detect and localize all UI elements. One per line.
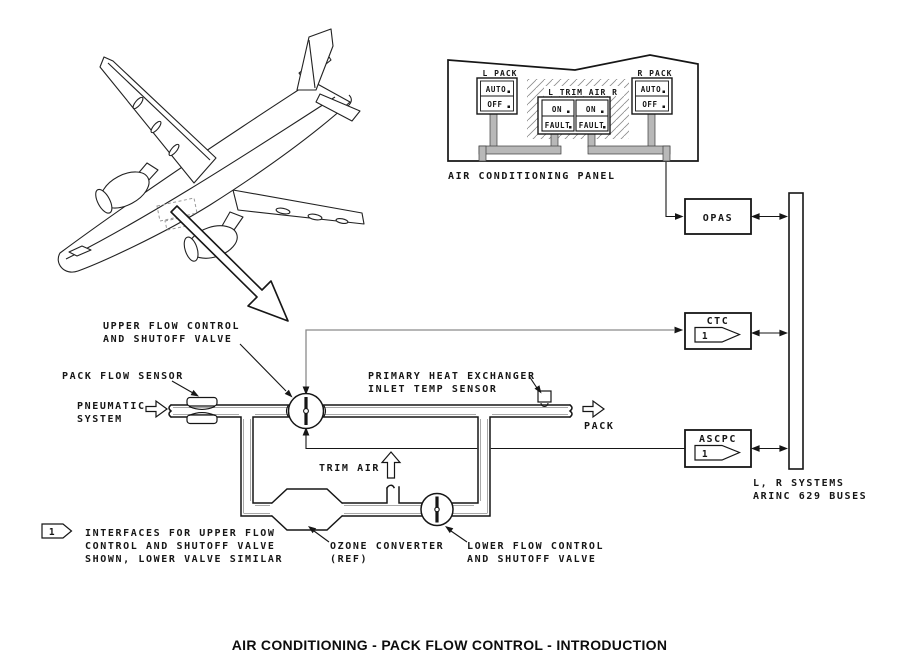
panel-traces bbox=[478, 112, 671, 162]
trim-left-switch[interactable]: ON FAULT bbox=[541, 99, 575, 132]
trim-air-label: L TRIM AIR R bbox=[548, 88, 618, 97]
trim-left-on: ON bbox=[552, 105, 562, 114]
rudder-line bbox=[308, 39, 316, 89]
pneumatic-label-line1: PNEUMATIC bbox=[77, 401, 146, 412]
l-pack-auto: AUTO bbox=[486, 85, 506, 94]
lower-valve-label-line2: AND SHUTOFF VALVE bbox=[467, 554, 597, 565]
right-wing bbox=[232, 189, 365, 225]
lower-valve-glyph bbox=[420, 492, 454, 527]
ascpc-label: ASCPC bbox=[699, 434, 737, 445]
pht-label-line1: PRIMARY HEAT EXCHANGER bbox=[368, 371, 536, 382]
duct-network bbox=[145, 390, 606, 531]
pneumatic-flow-arrow-icon bbox=[145, 399, 169, 419]
figure-title: AIR CONDITIONING - PACK FLOW CONTROL - I… bbox=[231, 637, 668, 653]
pneumatic-label-line2: SYSTEM bbox=[77, 414, 123, 425]
note-line2: CONTROL AND SHUTOFF VALVE bbox=[85, 541, 276, 552]
pack-flow-sensor-label: PACK FLOW SENSOR bbox=[62, 371, 184, 382]
r-pack-off: OFF bbox=[642, 100, 657, 109]
r-pack-label: R PACK bbox=[638, 69, 673, 78]
flap-fairing bbox=[168, 143, 180, 157]
trim-left-fault: FAULT bbox=[545, 121, 571, 130]
trim-air-switches: ON FAULT ON FAULT bbox=[537, 96, 611, 135]
pack-label: PACK bbox=[584, 421, 614, 432]
duct-shading bbox=[173, 407, 568, 514]
temp-sensor-glyph bbox=[537, 390, 552, 408]
note-block: 1 INTERFACES FOR UPPER FLOW CONTROL AND … bbox=[41, 523, 283, 565]
ascpc-flag-number: 1 bbox=[702, 449, 708, 460]
fuselage-crease bbox=[65, 96, 336, 260]
l-pack-off: OFF bbox=[487, 100, 502, 109]
trim-right-switch[interactable]: ON FAULT bbox=[575, 99, 609, 132]
cockpit-windows bbox=[68, 245, 92, 257]
ascpc-box: ASCPC 1 bbox=[684, 429, 752, 468]
right-stabilizer bbox=[315, 93, 361, 122]
duct-mask bbox=[477, 418, 491, 515]
ozone-label-line1: OZONE CONVERTER bbox=[330, 541, 444, 552]
arinc-bus-bar bbox=[788, 192, 804, 470]
panel-to-opas-line bbox=[665, 162, 675, 218]
signal-lines bbox=[302, 162, 685, 450]
trim-air-arrow-icon bbox=[380, 451, 402, 479]
flap-fairing bbox=[132, 96, 144, 110]
pht-label-line2: INLET TEMP SENSOR bbox=[368, 384, 498, 395]
note-flag-number: 1 bbox=[49, 527, 55, 538]
flap-fairing bbox=[150, 120, 162, 134]
valve-to-ascpc-line bbox=[305, 434, 685, 450]
trim-label-backing bbox=[544, 86, 624, 96]
ozone-label-line2: (REF) bbox=[330, 554, 368, 565]
ac-panel: L PACK AUTO OFF R PACK AUTO OFF L TRIM A… bbox=[447, 54, 699, 182]
ascpc-interface-flag bbox=[694, 444, 742, 461]
trim-right-fault: FAULT bbox=[579, 121, 605, 130]
duct-walls bbox=[168, 403, 573, 517]
opas-label: OPAS bbox=[703, 213, 733, 224]
flap-fairing bbox=[335, 218, 349, 224]
vertical-fin bbox=[296, 28, 334, 91]
left-wing bbox=[99, 56, 217, 184]
l-pack-switch[interactable]: AUTO OFF bbox=[476, 77, 518, 115]
ozone-converter-glyph bbox=[270, 488, 344, 531]
flap-fairing bbox=[275, 207, 291, 215]
note-interface-flag bbox=[41, 523, 73, 539]
left-engine bbox=[95, 171, 150, 214]
leader-lines bbox=[171, 343, 542, 543]
upper-valve-label-line1: UPPER FLOW CONTROL bbox=[103, 321, 240, 332]
slat-line bbox=[107, 62, 211, 161]
l-pack-label: L PACK bbox=[483, 69, 518, 78]
bus-label-line2: ARINC 629 BUSES bbox=[753, 491, 867, 502]
note-line3: SHOWN, LOWER VALVE SIMILAR bbox=[85, 554, 283, 565]
trim-right-on: ON bbox=[586, 105, 596, 114]
trim-air-label: TRIM AIR bbox=[319, 463, 380, 474]
lower-valve-label-line1: LOWER FLOW CONTROL bbox=[467, 541, 604, 552]
bus-arrows bbox=[751, 213, 788, 452]
r-pack-switch[interactable]: AUTO OFF bbox=[631, 77, 673, 115]
pack-flow-sensor-glyph bbox=[186, 396, 218, 425]
ctc-flag-number: 1 bbox=[702, 331, 708, 342]
ctc-label: CTC bbox=[707, 316, 730, 327]
upper-valve-label-line2: AND SHUTOFF VALVE bbox=[103, 334, 233, 345]
valve-to-ctc-line bbox=[305, 329, 674, 388]
bus-label-line1: L, R SYSTEMS bbox=[753, 478, 844, 489]
flap-fairing bbox=[307, 213, 323, 221]
opas-box: OPAS bbox=[684, 198, 752, 235]
airplane-illustration bbox=[57, 28, 365, 322]
r-pack-auto: AUTO bbox=[641, 85, 661, 94]
ctc-box: CTC 1 bbox=[684, 312, 752, 350]
pack-flow-arrow-icon bbox=[582, 399, 606, 419]
note-line1: INTERFACES FOR UPPER FLOW bbox=[85, 528, 276, 539]
panel-caption: AIR CONDITIONING PANEL bbox=[448, 171, 616, 182]
pack-callout-arrow bbox=[170, 205, 289, 322]
upper-valve-glyph bbox=[285, 392, 327, 430]
ctc-interface-flag bbox=[694, 326, 742, 343]
